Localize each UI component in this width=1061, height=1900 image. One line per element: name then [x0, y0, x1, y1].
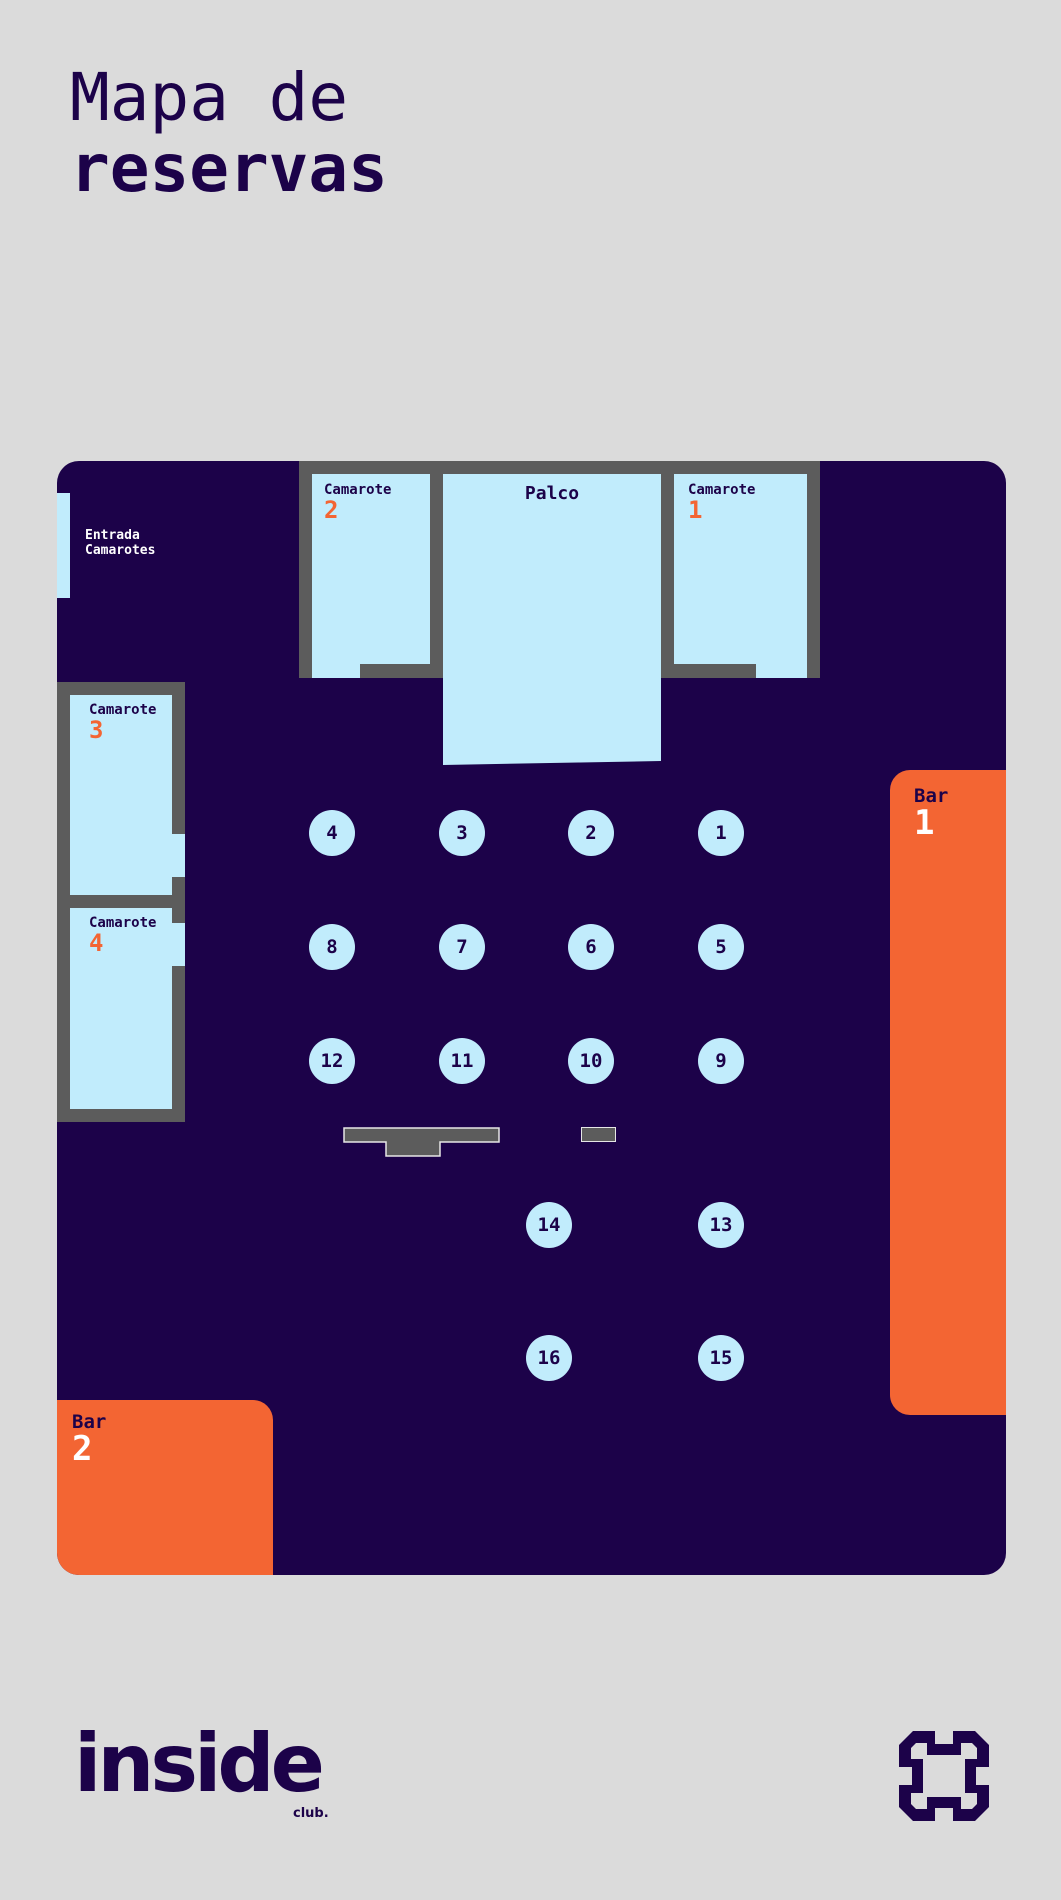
- page-title: Mapa de reservas: [70, 62, 388, 205]
- table-9[interactable]: 9: [698, 1038, 744, 1084]
- entrance-door: [57, 493, 70, 598]
- inside-logo-subtext: club.: [293, 1806, 329, 1821]
- stage: [443, 474, 661, 765]
- stage-wall: [430, 461, 720, 474]
- brand-mark-icon: [899, 1731, 989, 1821]
- inside-logo: inside: [74, 1717, 325, 1810]
- stage-label: Palco: [524, 483, 580, 504]
- bar-2[interactable]: Bar 2: [57, 1400, 273, 1575]
- table-3[interactable]: 3: [439, 810, 485, 856]
- camarote-3-door: [172, 834, 185, 877]
- bar-2-label: Bar: [72, 1411, 107, 1433]
- table-1[interactable]: 1: [698, 810, 744, 856]
- camarote-1-rail: [674, 664, 756, 678]
- camarote-2-rail: [360, 664, 430, 678]
- camarote-2-number: 2: [324, 496, 339, 524]
- table-6[interactable]: 6: [568, 924, 614, 970]
- table-7[interactable]: 7: [439, 924, 485, 970]
- bar-2-number: 2: [72, 1429, 93, 1469]
- camarote-3[interactable]: Camarote 3: [70, 695, 172, 895]
- camarote-4-door: [172, 923, 185, 966]
- camarote-2-label: Camarote: [324, 482, 392, 498]
- camarote-4-label: Camarote: [89, 915, 157, 931]
- page-title-line1: Mapa de: [70, 59, 349, 136]
- counter-small: [581, 1127, 616, 1142]
- table-11[interactable]: 11: [439, 1038, 485, 1084]
- table-12[interactable]: 12: [309, 1038, 355, 1084]
- bar-1[interactable]: Bar 1: [890, 770, 1006, 1415]
- counter-large: [343, 1127, 500, 1157]
- camarote-3-label: Camarote: [89, 702, 157, 718]
- page-title-line2: reservas: [70, 130, 388, 208]
- camarote-4-number: 4: [89, 929, 104, 957]
- bar-1-number: 1: [914, 803, 935, 843]
- table-15[interactable]: 15: [698, 1335, 744, 1381]
- entrance-label-line1: Entrada: [85, 528, 140, 543]
- table-8[interactable]: 8: [309, 924, 355, 970]
- table-10[interactable]: 10: [568, 1038, 614, 1084]
- table-4[interactable]: 4: [309, 810, 355, 856]
- table-5[interactable]: 5: [698, 924, 744, 970]
- camarote-4[interactable]: Camarote 4: [70, 908, 172, 1109]
- floor-map: Entrada Camarotes Camarote 2 Palco Camar…: [57, 461, 1006, 1575]
- camarote-1[interactable]: Camarote 1: [674, 474, 807, 678]
- camarote-1-side-wall: [807, 461, 820, 678]
- table-14[interactable]: 14: [526, 1202, 572, 1248]
- camarote-1-label: Camarote: [688, 482, 756, 498]
- table-16[interactable]: 16: [526, 1335, 572, 1381]
- camarote-3-number: 3: [89, 716, 104, 744]
- entrance-label: Entrada Camarotes: [85, 528, 195, 559]
- camarote-2[interactable]: Camarote 2: [312, 474, 430, 678]
- camarote-1-number: 1: [688, 496, 703, 524]
- bar-1-label: Bar: [914, 785, 949, 807]
- table-2[interactable]: 2: [568, 810, 614, 856]
- table-13[interactable]: 13: [698, 1202, 744, 1248]
- entrance-label-line2: Camarotes: [85, 542, 156, 558]
